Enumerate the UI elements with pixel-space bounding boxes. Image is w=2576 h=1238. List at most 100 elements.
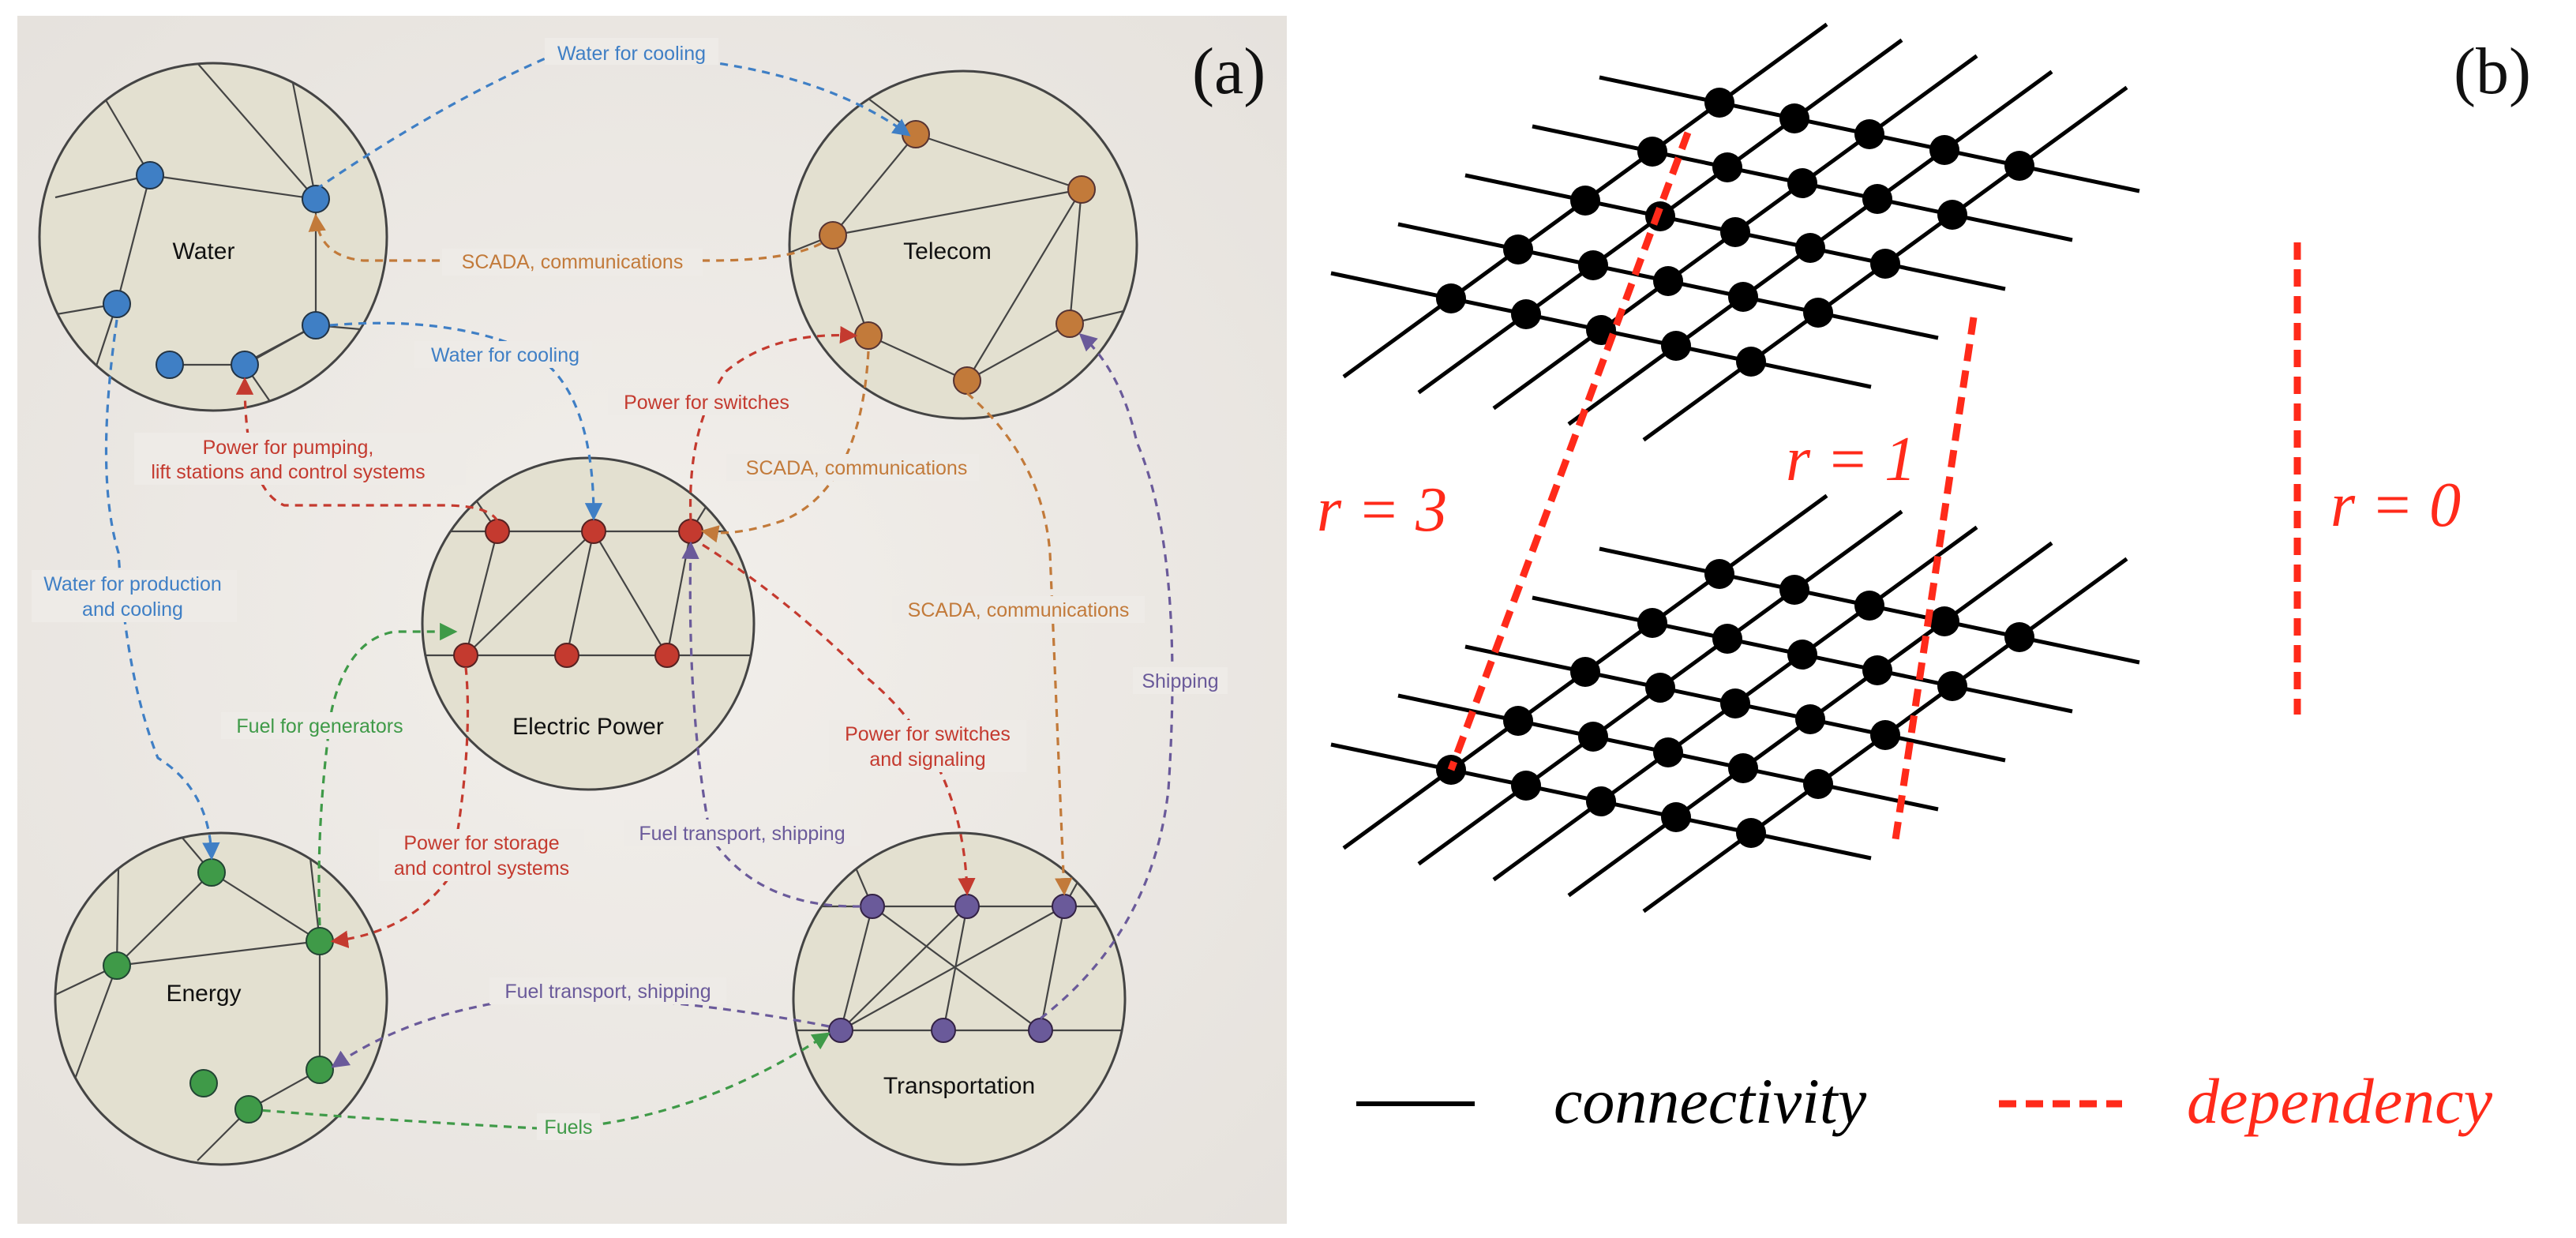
label-power-for-pumping-2: lift stations and control systems [151,461,425,483]
transport-node [1028,1018,1053,1043]
lattice-node [1720,217,1750,247]
legend-dependency-label: dependency [2187,1065,2493,1137]
lattice-node [1653,737,1683,767]
label-power-for-pumping-1: Power for pumping, [203,437,374,459]
water-node [156,351,184,379]
panel-a: (a) [17,16,1287,1224]
lattice-node [1787,168,1817,198]
upper-lattice [1330,22,2140,442]
label-water-for-production-1: Water for production [43,573,222,595]
power-node [581,519,606,544]
lattice-node [1736,347,1766,377]
lattice-node [1511,771,1541,801]
power-node [485,519,510,544]
telecom-node [854,321,883,350]
lattice-node [1862,655,1892,685]
energy-network: Energy [54,831,388,1166]
panel-b-label: (b) [2454,35,2531,108]
lattice-node [1704,88,1734,118]
telecom-node [1056,310,1084,338]
label-r0: r = 0 [2330,471,2461,540]
lattice-node [1728,753,1758,783]
lattice-node [1661,802,1691,832]
lattice-node [1870,720,1900,750]
transport-node [860,894,885,919]
telecom-label: Telecom [903,238,992,264]
label-scada-top: SCADA, communications [462,251,684,273]
electric-power-label: Electric Power [512,714,664,740]
label-fuel-transport-low: Fuel transport, shipping [504,981,711,1003]
transport-node [828,1018,853,1043]
label-power-for-switches-signaling-2: and signaling [869,748,985,771]
power-node [554,643,579,668]
lattice-node [1795,233,1825,263]
transport-node [1052,894,1077,919]
legend: connectivity dependency [1356,1065,2493,1137]
power-node [453,643,478,668]
lattice-node [1570,657,1600,687]
lattice-node [1803,298,1833,328]
lattice-node [1929,135,1959,165]
energy-circle [54,831,388,1166]
lattice-node [1653,266,1683,296]
label-fuel-for-generators: Fuel for generators [236,715,403,737]
lattice-node [1779,575,1809,605]
lattice-node [1578,722,1608,752]
water-node [136,161,164,189]
panel-a-label: (a) [1192,35,1266,108]
label-power-for-storage-2: and control systems [394,857,569,880]
lower-lattice [1330,493,2140,913]
label-water-for-production-2: and cooling [82,598,183,621]
energy-node [103,951,131,980]
lattice-node [1503,234,1533,264]
lattice-node [1736,818,1766,848]
label-scada-right: SCADA, communications [908,599,1130,621]
lattice-node [1511,299,1541,329]
telecom-network: Telecom [788,69,1138,420]
lattice-node [1436,283,1466,313]
lattice-node [1578,250,1608,280]
energy-node [306,1056,334,1084]
lattice-node [1937,671,1967,701]
arrow-scada-mid [700,351,870,543]
arrow-water-for-cooling-top [315,53,911,191]
telecom-node [1067,175,1096,204]
water-label: Water [173,238,235,264]
lattice-node [1803,769,1833,799]
transportation-network: Transportation [792,831,1127,1166]
lattice-node [1779,103,1809,133]
label-power-for-switches-signaling-1: Power for switches [845,723,1011,745]
arrow-power-for-pumping [235,377,499,522]
arrow-power-for-switches [688,325,858,522]
label-fuel-transport-mid: Fuel transport, shipping [639,823,845,845]
transportation-circle [792,831,1127,1166]
arrow-power-for-switches-signaling [702,543,976,896]
lattice-node [1586,786,1616,816]
lattice-node [2004,622,2034,652]
label-r3: r = 3 [1317,475,1447,545]
lattice-node [1854,591,1884,621]
power-node [678,519,703,544]
lattice-node [1645,673,1675,703]
lattice-node [1637,608,1667,638]
lattice-node [1661,331,1691,361]
arrow-scada-right [966,392,1073,896]
legend-connectivity-label: connectivity [1554,1065,1867,1137]
label-water-for-cooling-top: Water for cooling [557,43,706,65]
lattice-node [1862,184,1892,214]
transport-node [931,1018,956,1043]
lattice-node [1712,624,1742,654]
transport-node [954,894,980,919]
energy-node [197,858,226,887]
lattice-node [1704,559,1734,589]
label-fuels: Fuels [544,1116,592,1139]
water-node [302,311,330,340]
water-node [231,351,259,379]
energy-label: Energy [166,981,241,1007]
telecom-node [953,366,981,395]
label-r1: r = 1 [1786,425,1916,494]
lattice-node [1570,186,1600,216]
label-scada-mid: SCADA, communications [746,457,968,479]
label-power-for-storage-1: Power for storage [403,832,559,854]
lattice-node [1787,640,1817,670]
